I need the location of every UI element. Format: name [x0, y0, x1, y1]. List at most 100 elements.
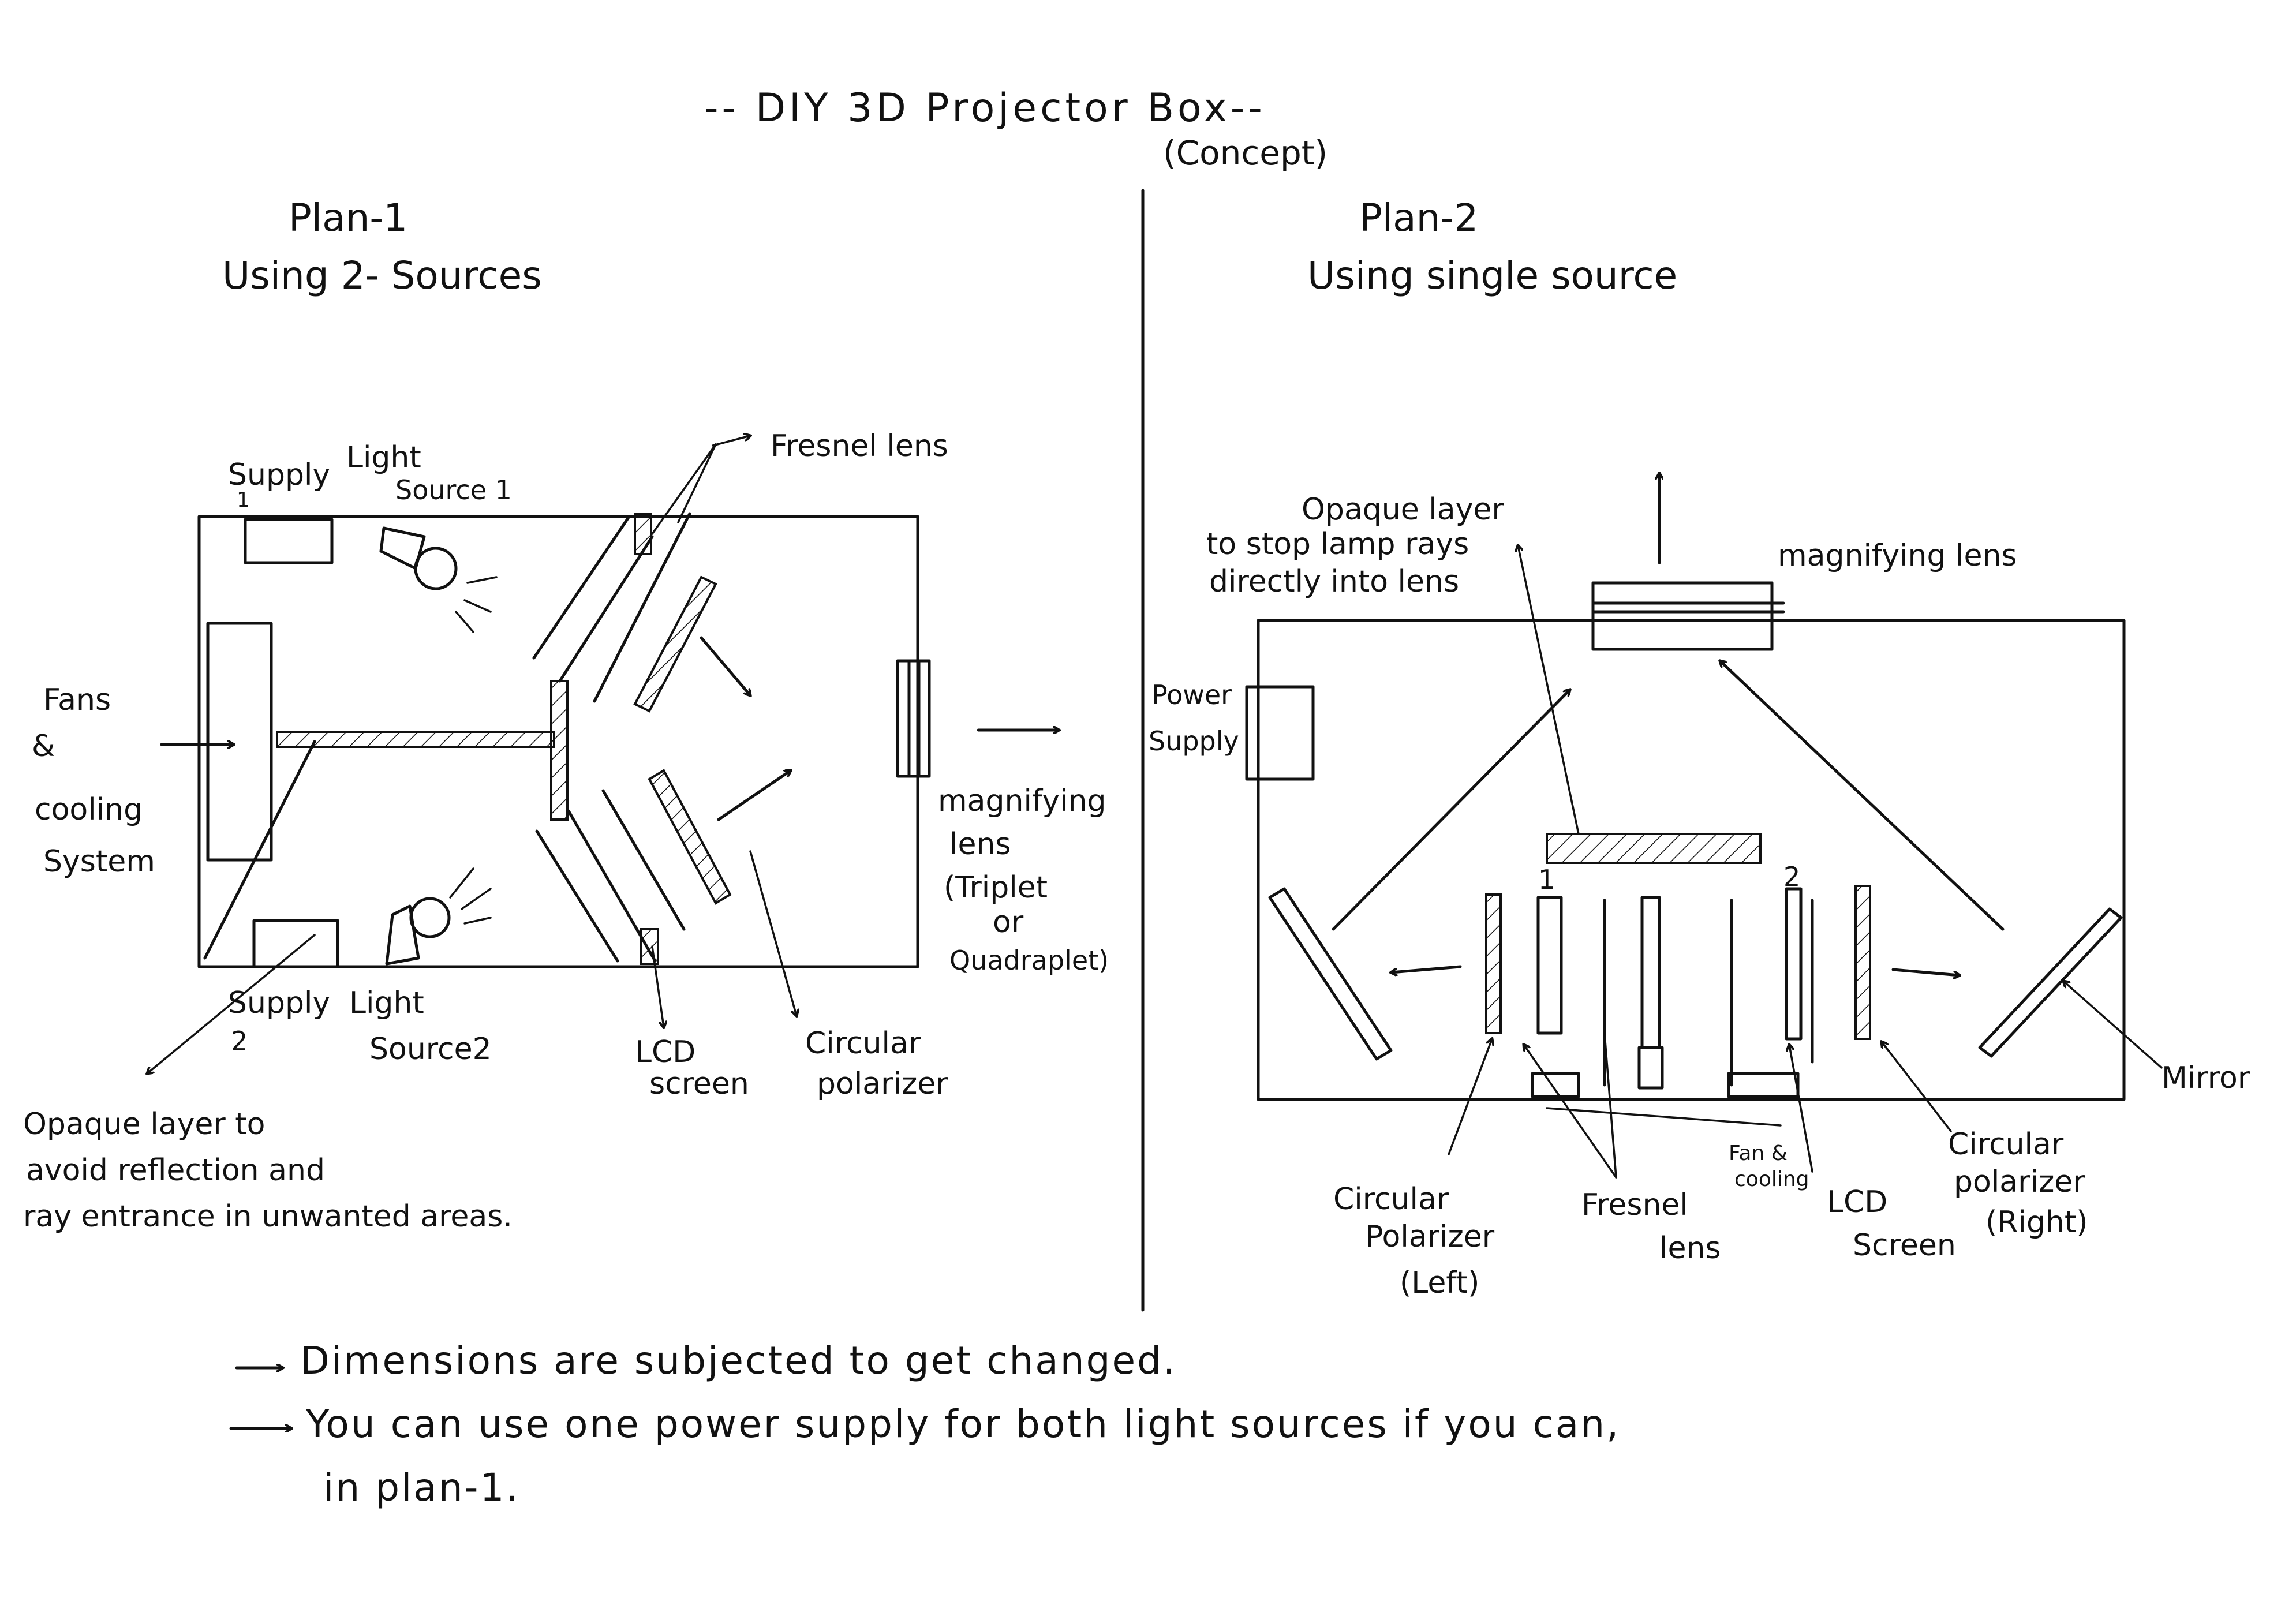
plan2-opaque-pointer: [1518, 545, 1580, 835]
plan1-polarizer-upper: [633, 575, 717, 713]
notes: Dimensions are subjected to get changed.…: [229, 1338, 1618, 1510]
arrow-icon: [2063, 981, 2163, 1069]
plan1-fresnel-pointer-2: [677, 443, 717, 523]
plan2-polarizer-left: [1485, 893, 1502, 1034]
plan2-polar-right-pointer: [1882, 1042, 1952, 1132]
page-subtitle: (Concept): [1163, 133, 1328, 173]
plan1-polar-b: polarizer: [817, 1067, 948, 1101]
plan2-fresnel-pointer: [1524, 1045, 1617, 1179]
lamp-icon: [385, 867, 492, 966]
plan1-fresnel-upper-2: [558, 535, 654, 683]
plan1-light1-label-b: Source 1: [395, 474, 512, 506]
plan1-subheading: Using 2- Sources: [222, 253, 542, 298]
plan1-supply1-block: [244, 518, 334, 564]
plan2-polar-right-a: Circular: [1948, 1127, 2064, 1162]
plan1-supply1-num: 1: [237, 488, 250, 512]
plan2-mirror-left: [1268, 887, 1393, 1061]
plan1-fresnel-upper-1: [532, 515, 631, 660]
plan1-lcd-upper: [634, 513, 652, 555]
plan1-fans-c: cooling: [35, 792, 143, 827]
plan1-polarizer-lower: [648, 769, 732, 905]
plan2-polar-left-pointer: [1448, 1039, 1492, 1155]
plan1-fans-d: System: [43, 844, 155, 879]
arrow-icon: [700, 636, 750, 695]
plan1-opaque-layer: [276, 731, 555, 748]
plan2-fan-block-left: [1531, 1072, 1580, 1098]
plan1-fresnel-lower-3: [601, 789, 686, 931]
plan1-fan-block: [206, 622, 273, 862]
plan1-fresnel-lower-2: [535, 829, 619, 963]
plan2-mirror-right: [1978, 907, 2123, 1058]
plan1-supply2-num: 2: [231, 1026, 248, 1057]
plan2-opaque-a: Opaque layer: [1302, 492, 1504, 527]
plan2-subheading: Using single source: [1307, 253, 1677, 298]
note-line1: Dimensions are subjected to get changed.: [300, 1338, 1177, 1383]
plan2-ray-left: [1332, 690, 1570, 931]
plan2-opaque-b: to stop lamp rays: [1206, 527, 1469, 562]
plan1-opaque-vertical: [550, 680, 569, 821]
plan1-magnifying-lens: [896, 659, 931, 778]
plan2-lcd-b: Screen: [1853, 1228, 1956, 1263]
arrow-icon: [1891, 968, 1960, 975]
plan1-supply2-label: Supply: [228, 986, 330, 1020]
plan1-lcd-a: LCD: [635, 1035, 695, 1069]
plan1-polar-a: Circular: [805, 1026, 921, 1061]
plan2-opaque-layer: [1546, 833, 1762, 864]
plan1-opaque-b: avoid reflection and: [26, 1153, 325, 1188]
plan1-opaque-c: ray entrance in unwanted areas.: [23, 1199, 513, 1234]
arrow-icon: [712, 436, 750, 447]
plan2-fan-b: cooling: [1734, 1168, 1809, 1191]
plan2-power-block: [1245, 685, 1315, 781]
plan2-fresnel-left: [1536, 896, 1563, 1035]
plan2-ray-right: [1720, 661, 2005, 931]
plan1-fans-a: Fans: [43, 683, 111, 717]
plan2-section: Plan-2 Using single source magnifying le…: [1149, 196, 2250, 1300]
note-line3: in plan-1.: [323, 1465, 519, 1510]
plan2-heading: Plan-2: [1359, 196, 1478, 240]
plan1-supply1-label: Supply: [228, 458, 330, 492]
plan2-polar-left-b: Polarizer: [1365, 1220, 1495, 1254]
plan1-mag-e: Quadraplet): [949, 945, 1109, 976]
plan2-opaque-c: directly into lens: [1209, 564, 1459, 599]
plan2-power-b: Supply: [1149, 725, 1239, 757]
plan2-magnifying-lens: [1591, 581, 1774, 651]
plan1-heading: Plan-1: [289, 196, 407, 240]
plan1-light2-label-b: Source2: [369, 1032, 492, 1067]
plan2-lcd-pointer: [1789, 1045, 1813, 1173]
plan2-lcd-a: LCD: [1827, 1185, 1887, 1220]
plan1-mag-b: lens: [949, 827, 1011, 862]
plan1-fresnel-upper-3: [593, 512, 691, 703]
plan2-num1: 1: [1538, 864, 1555, 895]
plan1-mag-c: (Triplet: [944, 870, 1048, 905]
plan2-box: [1257, 619, 2126, 1101]
plan2-polar-right-c: (Right): [1985, 1205, 2088, 1240]
plan2-mag-label: magnifying lens: [1778, 538, 2017, 573]
plan2-fan-pointer: [1546, 1107, 1782, 1127]
plan1-light1-label-a: Light: [346, 440, 421, 475]
plan2-mirror-label: Mirror: [2162, 1061, 2250, 1095]
plan2-fresnel-right: [1785, 887, 1803, 1041]
plan2-polar-left-a: Circular: [1333, 1182, 1449, 1217]
plan1-fans-b: &: [32, 729, 55, 764]
plan2-polarizer-right: [1854, 885, 1871, 1040]
plan2-power-a: Power: [1151, 679, 1232, 710]
plan2-num2: 2: [1783, 861, 1800, 892]
plan1-section: Plan-1 Using 2- Sources Supply 1 Light S…: [23, 196, 1109, 1234]
page-title: -- DIY 3D Projector Box--: [704, 85, 1266, 131]
plan1-fresnel-pointer-1: [651, 443, 717, 535]
plan1-diagonal: [203, 740, 316, 960]
plan2-lamp: [1637, 1046, 1664, 1090]
plan1-lcd-b: screen: [649, 1067, 749, 1101]
arrow-icon: [717, 770, 791, 821]
plan2-fresnel-a: Fresnel: [1581, 1188, 1688, 1222]
plan2-fresnel-b: lens: [1659, 1231, 1721, 1266]
plan2-polar-right-b: polarizer: [1954, 1165, 2085, 1199]
arrow-icon: [147, 934, 316, 1073]
plan1-lcd-lower: [640, 928, 659, 965]
plan1-supply2-block: [252, 919, 339, 968]
lamp-icon: [379, 526, 498, 633]
plan2-fan-a: Fan &: [1729, 1142, 1788, 1165]
arrow-icon: [1391, 965, 1462, 972]
plan1-opaque-a: Opaque layer to: [23, 1107, 265, 1142]
